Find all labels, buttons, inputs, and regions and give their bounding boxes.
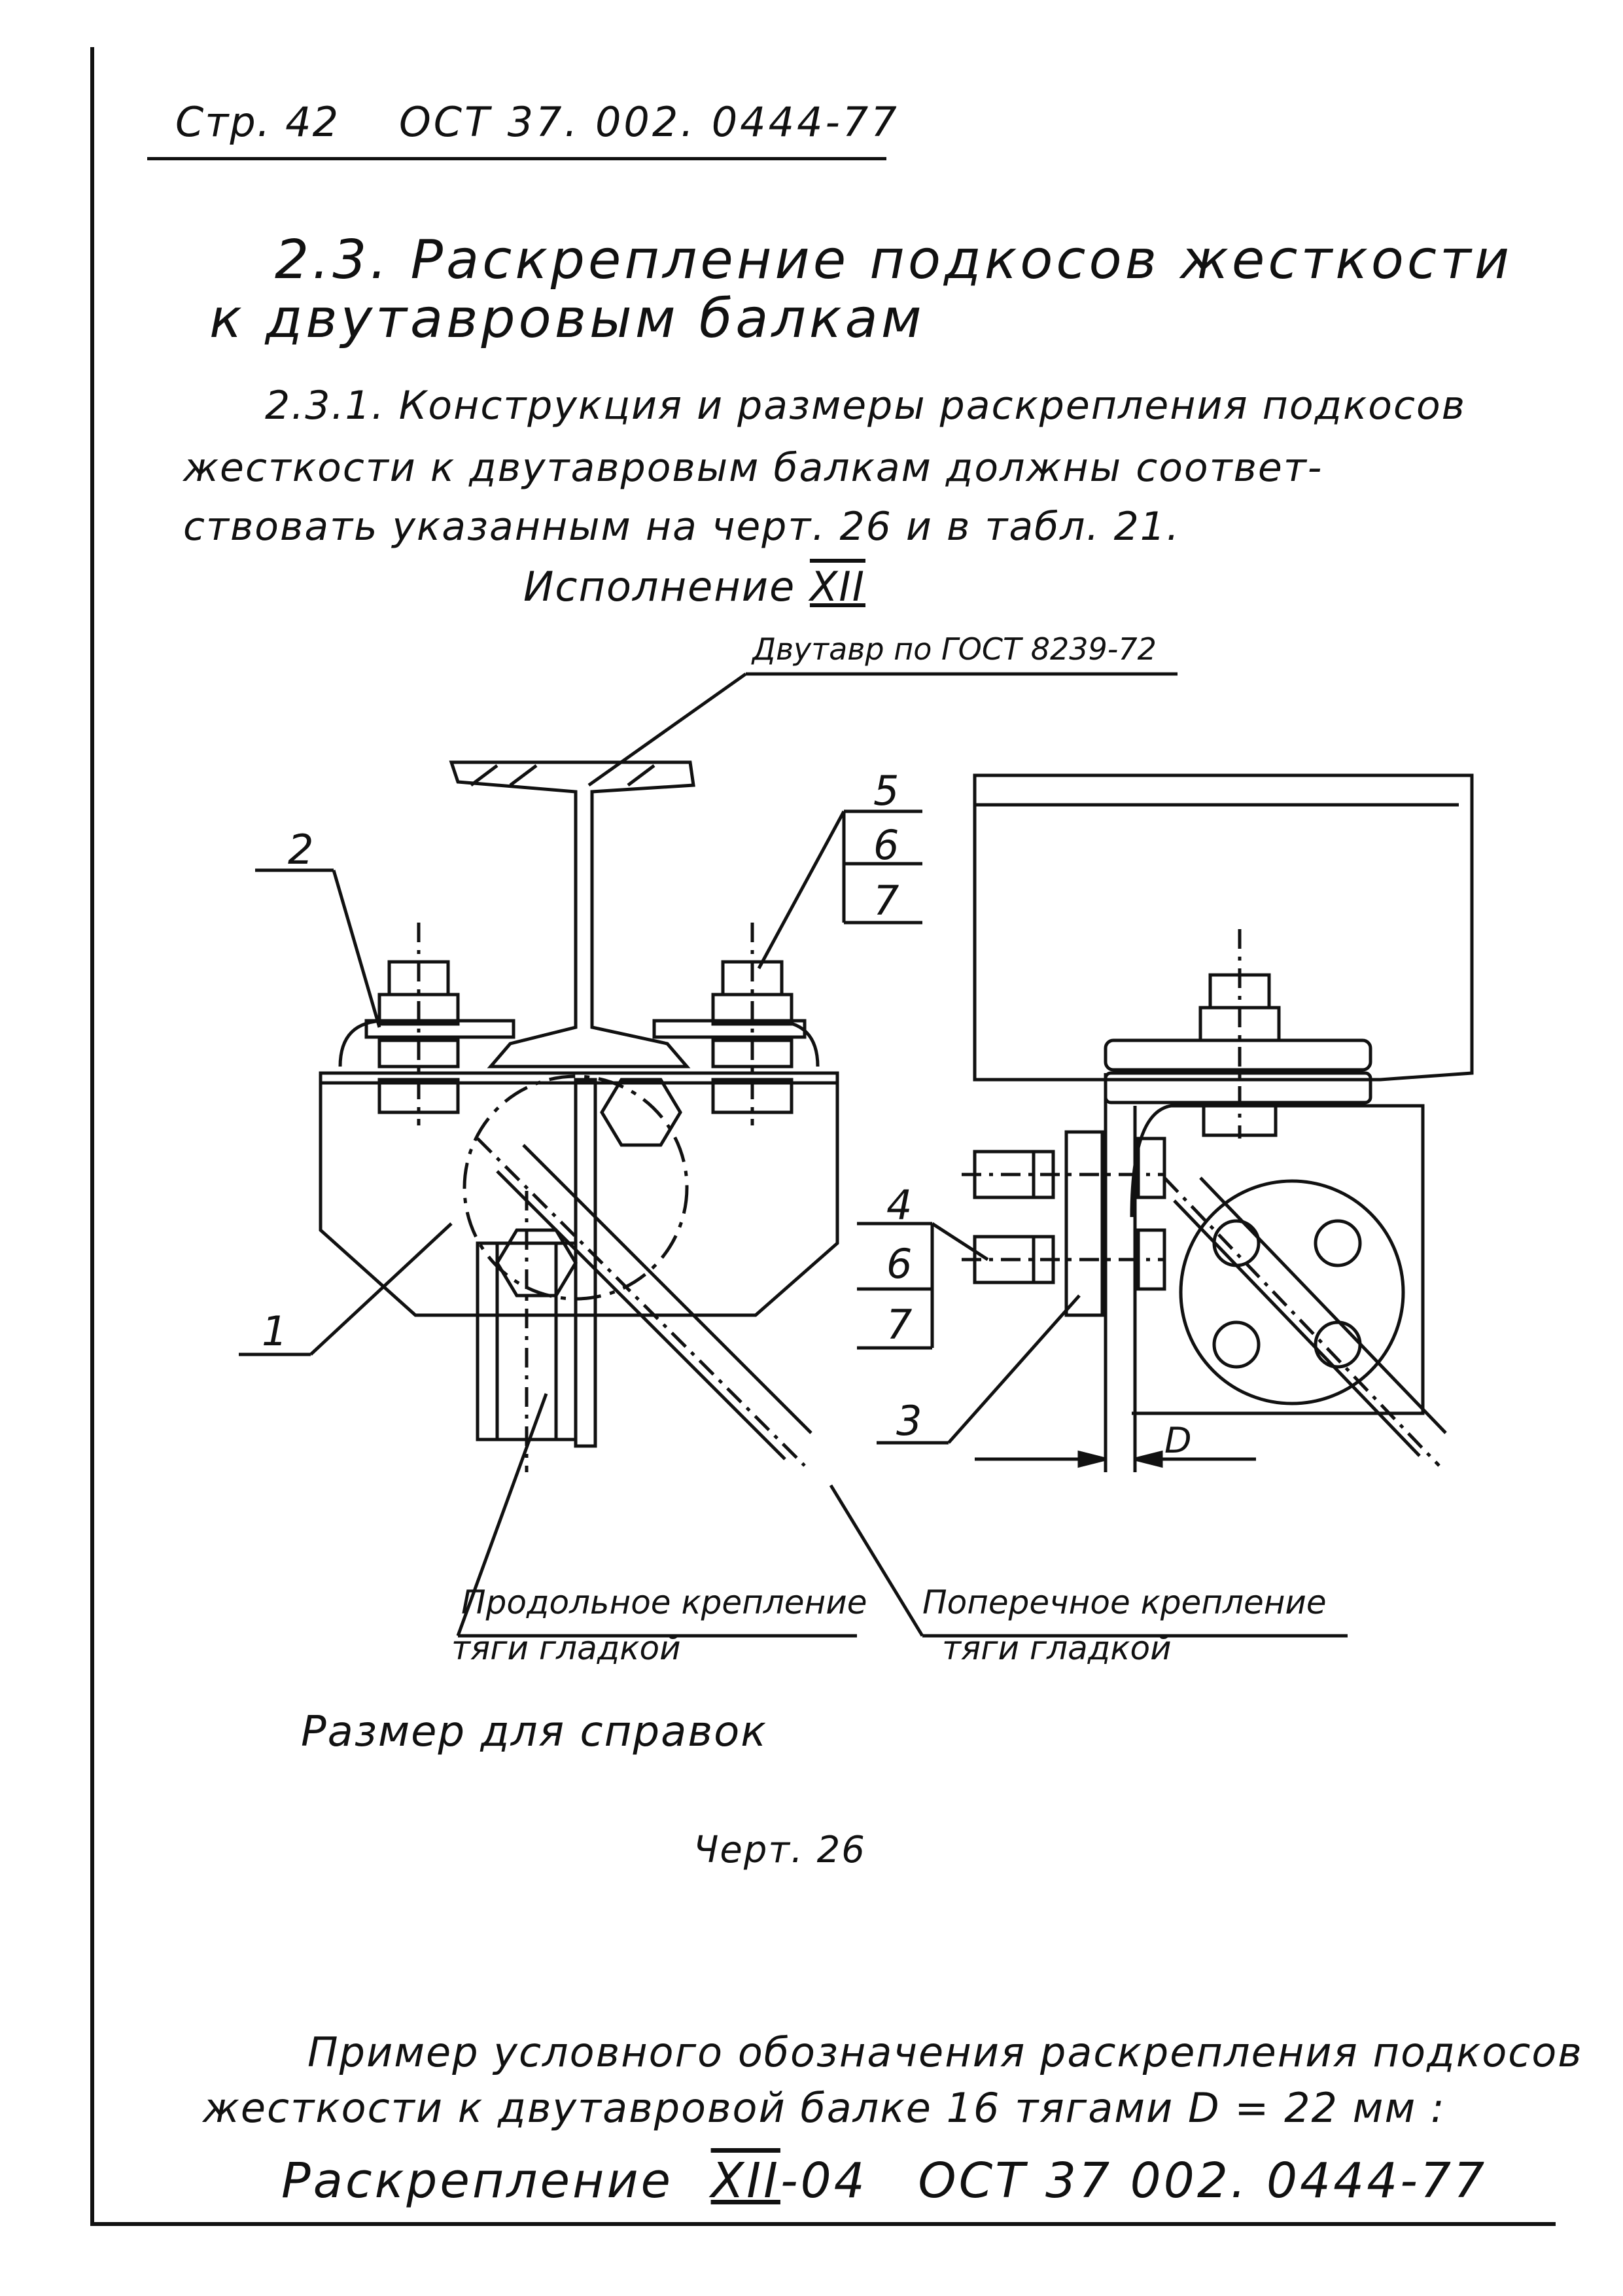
transverse-caption-line1: Поперечное крепление <box>922 1583 1327 1621</box>
dimension-d: D <box>1164 1420 1192 1461</box>
example-designation: Раскрепление XII-04 ОСТ 37 002. 0444-77 <box>281 2153 1487 2209</box>
callout-2: 2 <box>288 826 314 874</box>
hex-nut-upper <box>600 1078 682 1147</box>
beam-label: Двутавр по ГОСТ 8239-72 <box>752 631 1157 667</box>
figure-caption: Черт. 26 <box>693 1829 866 1871</box>
callout-6b: 6 <box>886 1240 913 1288</box>
page-number: Стр. 42 <box>175 98 340 146</box>
callout-7a: 7 <box>873 877 899 925</box>
beam-side-view <box>973 773 1474 1082</box>
example-line2: жесткости к двутавровой балке 16 тягами … <box>203 2084 1446 2132</box>
bracket-body <box>319 1071 839 1317</box>
longitudinal-caption-line2: тяги гладкой <box>451 1629 681 1667</box>
left-clamp-plate <box>364 1019 515 1039</box>
round-plate <box>1179 1179 1405 1405</box>
variant-label: Исполнение XII <box>523 563 865 610</box>
clause-line2: жесткости к двутавровым балкам должны со… <box>183 445 1323 491</box>
callout-4: 4 <box>886 1181 913 1229</box>
variant-numeral: XII <box>809 563 865 610</box>
designation-suffix: -04 <box>780 2153 867 2209</box>
variant-word: Исполнение <box>523 563 796 610</box>
designation-variant: XII <box>710 2153 780 2209</box>
reference-note: Размер для справок <box>301 1708 767 1756</box>
callout-6a: 6 <box>873 821 899 869</box>
designation-word: Раскрепление <box>281 2153 674 2209</box>
section-title-line1: 2.3. Раскрепление подкосов жесткости <box>275 229 1513 291</box>
i-beam-section <box>449 760 695 1069</box>
header-underline <box>147 157 886 160</box>
clause-line1: 2.3.1. Конструкция и размеры раскреплени… <box>265 383 1467 429</box>
beam-leader <box>587 672 747 787</box>
standard-code: ОСТ 37. 002. 0444-77 <box>399 98 899 146</box>
callout-1: 1 <box>262 1307 288 1355</box>
transverse-caption-line2: тяги гладкой <box>942 1629 1172 1667</box>
callout-3: 3 <box>896 1397 922 1445</box>
callout-5: 5 <box>873 767 899 815</box>
designation-standard: ОСТ 37 002. 0444-77 <box>918 2153 1488 2209</box>
section-title-line2: к двутавровым балкам <box>209 288 925 350</box>
example-line1: Пример условного обозначения раскреплени… <box>307 2028 1583 2076</box>
longitudinal-caption-line1: Продольное крепление <box>461 1583 867 1621</box>
clause-line3: ствовать указанным на черт. 26 и в табл.… <box>183 504 1181 550</box>
page-frame <box>90 47 1556 2226</box>
callout-7b: 7 <box>886 1301 913 1349</box>
